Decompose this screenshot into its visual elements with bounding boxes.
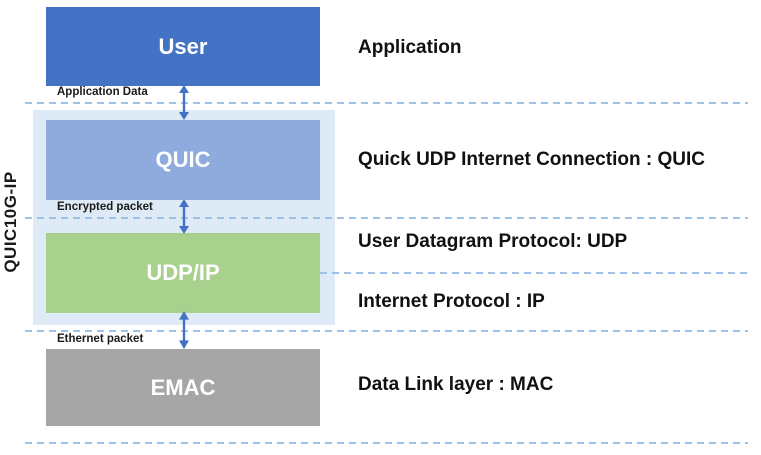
right-label-udp: User Datagram Protocol: UDP <box>358 231 628 252</box>
packet-label-encrypted-packet: Encrypted packet <box>57 201 153 213</box>
layer-divider-line-application <box>25 102 748 104</box>
packet-label-ethernet-packet: Ethernet packet <box>57 333 144 345</box>
diagram-side-title: QUIC10G-IP <box>1 171 20 273</box>
right-label-mac: Data Link layer : MAC <box>358 374 554 395</box>
right-label-application: Application <box>358 37 462 58</box>
double-arrow-icon-udp-emac <box>177 311 191 349</box>
layer-box-emac: EMAC <box>46 349 320 426</box>
layer-box-udpip-label: UDP/IP <box>146 260 220 285</box>
double-arrow-icon-user-quic <box>177 85 191 120</box>
layer-divider-line-quic <box>25 217 748 219</box>
layer-box-quic-label: QUIC <box>155 147 211 172</box>
layer-divider-line-bottom <box>25 442 748 444</box>
layer-divider-line-ethernet <box>25 330 748 332</box>
right-label-quic: Quick UDP Internet Connection : QUIC <box>358 149 705 170</box>
layer-box-emac-label: EMAC <box>150 374 216 400</box>
layer-box-quic: QUIC <box>46 120 320 200</box>
right-label-ip: Internet Protocol : IP <box>358 291 545 312</box>
double-arrow-icon-quic-udp <box>177 199 191 234</box>
layer-box-udpip: UDP/IP <box>46 233 320 313</box>
layer-box-user: User <box>46 7 320 86</box>
layer-divider-line-udp-ip <box>320 272 748 274</box>
layer-box-user-label: User <box>158 33 208 59</box>
packet-label-application-data: Application Data <box>57 86 148 98</box>
